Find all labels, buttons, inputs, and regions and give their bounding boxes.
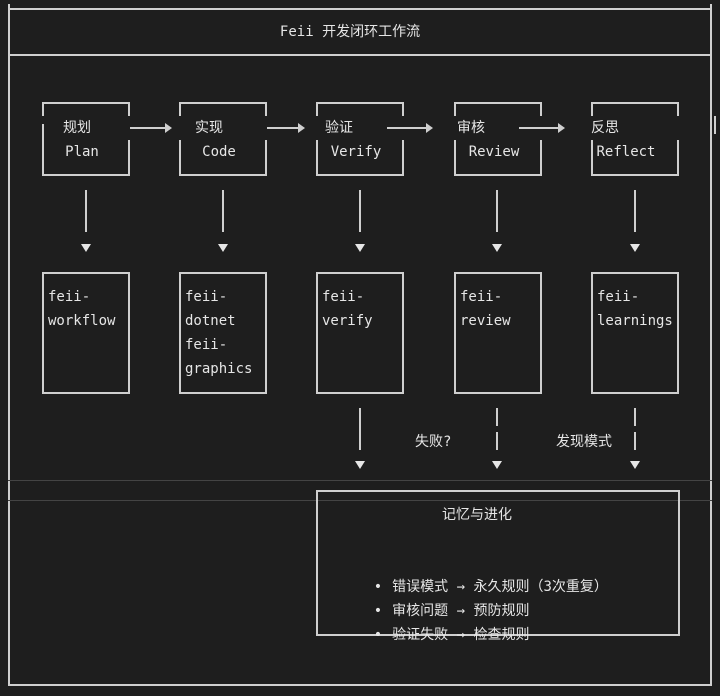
stage-review-cn: 审核 bbox=[457, 120, 485, 136]
arrow-review-reflect bbox=[519, 123, 565, 133]
skill-line: review bbox=[460, 313, 511, 329]
memory-box: 记忆与进化 • 错误模式 → 永久规则（3次重复） • 审核问题 → 预防规则 • 验… bbox=[316, 490, 680, 643]
skill-line: graphics bbox=[185, 361, 253, 377]
skill-box-dotnet-graphics: feii- dotnet feii- graphics bbox=[179, 272, 267, 394]
memory-item-to: 预防规则 bbox=[473, 603, 530, 619]
skill-line: feii- bbox=[185, 337, 228, 353]
stage-code-en: Code bbox=[202, 144, 236, 160]
memory-item-from: 审核问题 bbox=[392, 603, 449, 619]
stage-verify: 验证 Verify bbox=[316, 102, 404, 176]
stage-code-cn: 实现 bbox=[195, 120, 223, 136]
memory-item-to: 检查规则 bbox=[473, 627, 530, 643]
memory-item-to: 永久规则（3次重复） bbox=[473, 579, 608, 595]
skill-box-verify: feii- verify bbox=[316, 272, 404, 394]
skill-line: feii- bbox=[597, 289, 640, 305]
label-failure: 失败? bbox=[415, 434, 452, 450]
memory-item: • 错误模式 → 永久规则（3次重复） bbox=[340, 551, 608, 623]
arrow-verify-review bbox=[387, 123, 433, 133]
bullet-icon: • bbox=[373, 603, 383, 619]
stage-verify-cn: 验证 bbox=[325, 120, 353, 136]
stage-plan-en: Plan bbox=[65, 144, 99, 160]
bullet-icon: • bbox=[373, 579, 383, 595]
arrow-right-icon: → bbox=[456, 603, 466, 619]
arrow-right-icon: → bbox=[456, 627, 466, 643]
memory-item: • 验证失败 → 检查规则 bbox=[340, 599, 530, 671]
memory-item: • 审核问题 → 预防规则 bbox=[340, 575, 530, 647]
skill-line: feii- bbox=[460, 289, 503, 305]
skill-box-workflow: feii- workflow bbox=[42, 272, 130, 394]
skill-line: feii- bbox=[322, 289, 365, 305]
skill-line: feii- bbox=[48, 289, 91, 305]
stage-plan: 规划 Plan bbox=[42, 102, 130, 176]
skill-line: dotnet bbox=[185, 313, 236, 329]
stage-verify-en: Verify bbox=[330, 144, 382, 160]
stage-reflect-en: Reflect bbox=[596, 144, 656, 160]
bullet-icon: • bbox=[373, 627, 383, 643]
stage-reflect: 反思 Reflect bbox=[591, 102, 679, 176]
memory-item-from: 错误模式 bbox=[392, 579, 449, 595]
skill-line: feii- bbox=[185, 289, 228, 305]
skill-box-review: feii- review bbox=[454, 272, 542, 394]
skill-line: workflow bbox=[48, 313, 116, 329]
page-title: Feii 开发闭环工作流 bbox=[279, 24, 421, 40]
label-pattern-found: 发现模式 bbox=[556, 434, 612, 450]
frame-tick bbox=[714, 116, 716, 134]
skill-box-learnings: feii- learnings bbox=[591, 272, 679, 394]
memory-item-from: 验证失败 bbox=[392, 627, 449, 643]
stage-review-en: Review bbox=[468, 144, 520, 160]
stage-reflect-cn: 反思 bbox=[591, 120, 619, 136]
memory-title: 记忆与进化 bbox=[442, 507, 512, 523]
stage-plan-cn: 规划 bbox=[63, 120, 91, 136]
arrow-right-icon: → bbox=[456, 579, 466, 595]
skill-line: learnings bbox=[597, 313, 673, 329]
skill-line: verify bbox=[322, 313, 373, 329]
stage-review: 审核 Review bbox=[454, 102, 542, 176]
arrow-plan-code bbox=[130, 123, 172, 133]
arrow-code-verify bbox=[267, 123, 305, 133]
stage-code: 实现 Code bbox=[179, 102, 267, 176]
